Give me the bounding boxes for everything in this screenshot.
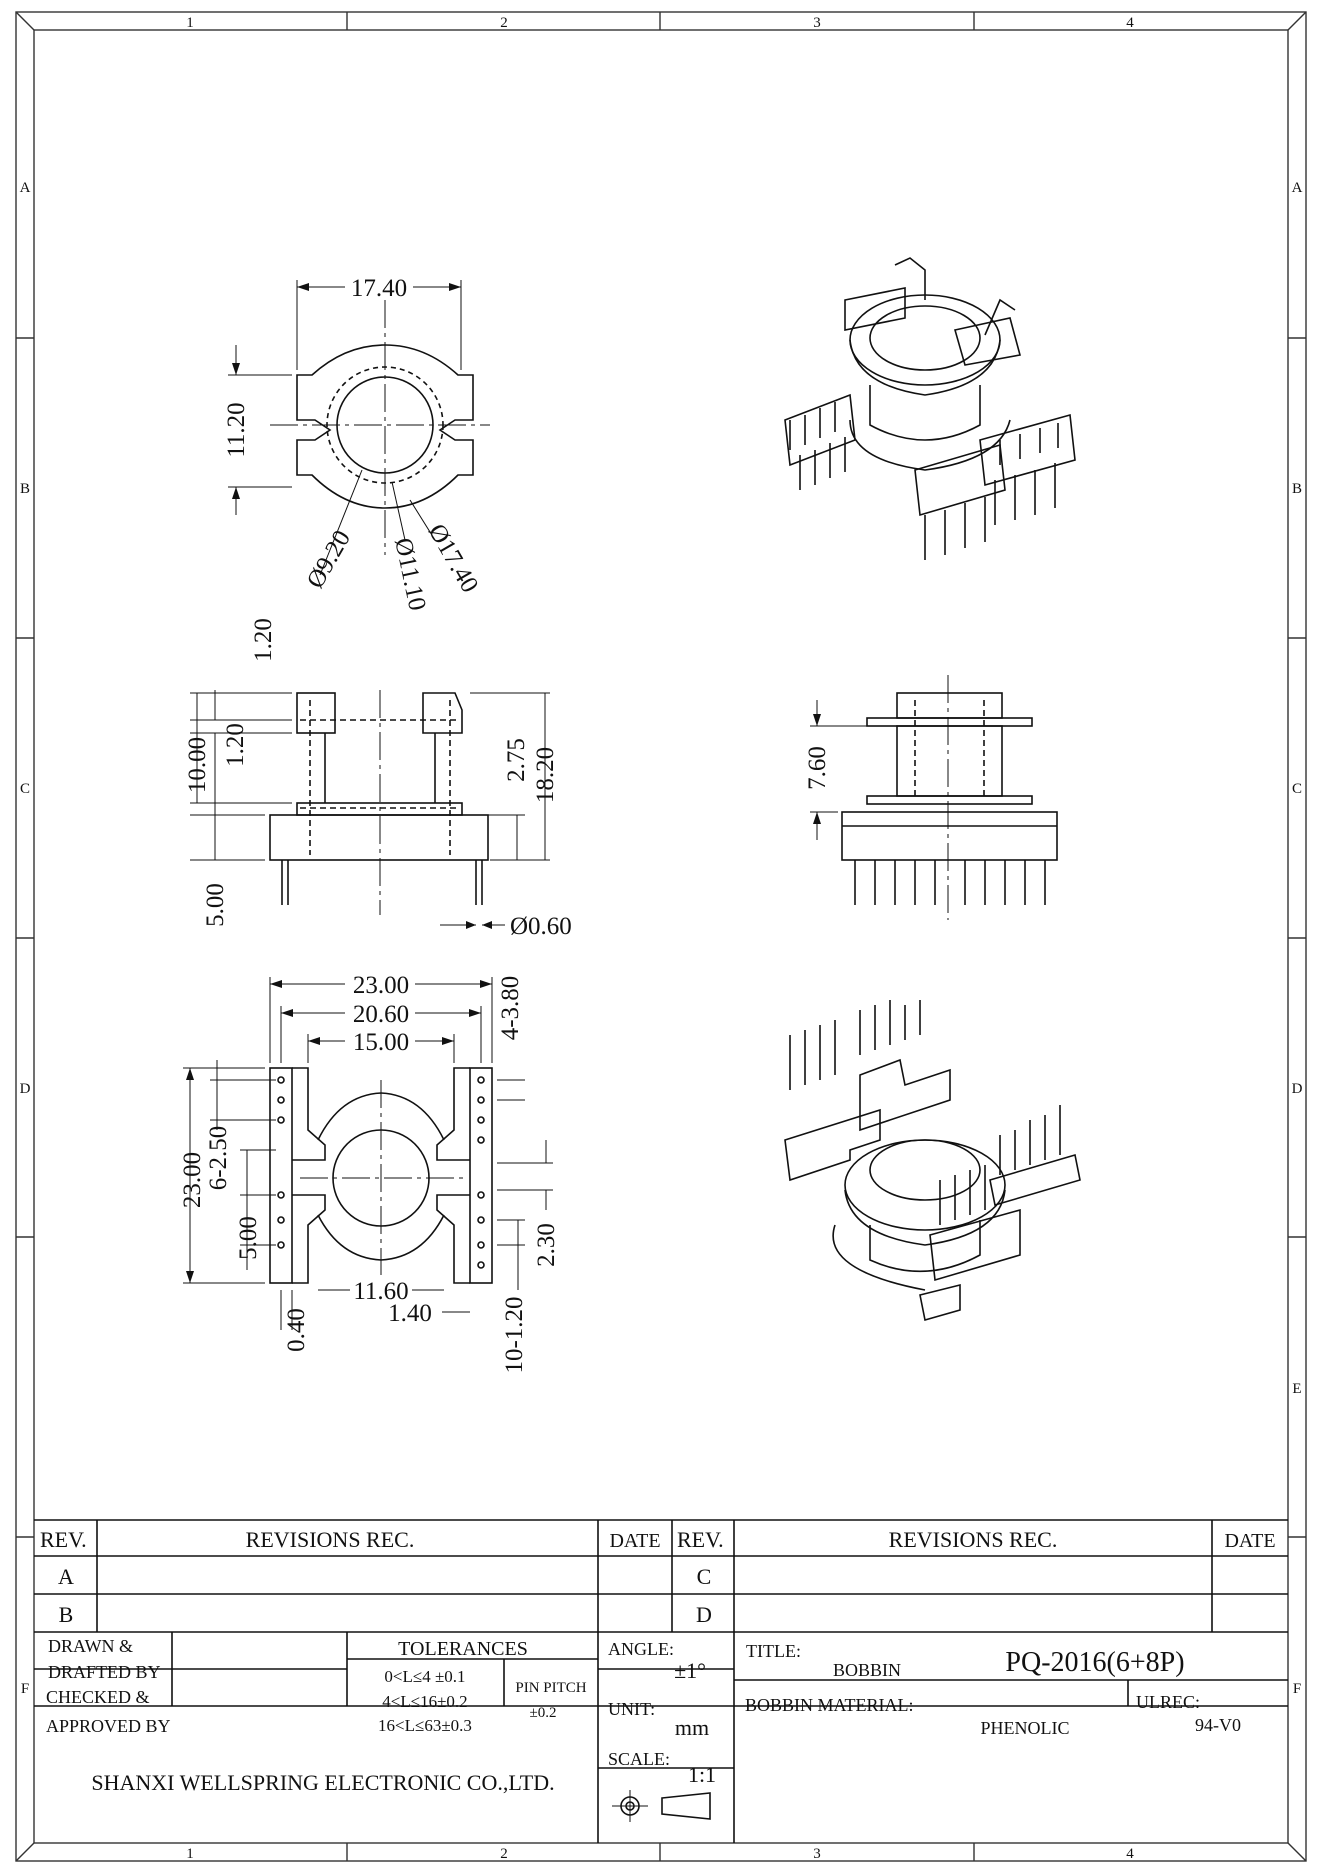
isometric-view-bottom	[784, 1000, 1081, 1322]
zone-row-d-left: D	[20, 1081, 31, 1097]
zone-col-3-top: 3	[813, 15, 821, 31]
zone-row-f-left: F	[21, 1681, 29, 1697]
top-height-dim: 11.20	[223, 402, 250, 457]
top-width-dim: 17.40	[351, 275, 407, 302]
pitch-b-dim: 5.00	[235, 1216, 262, 1260]
title-label: TITLE:	[746, 1641, 801, 1661]
rev-c-label: C	[697, 1564, 712, 1589]
drawn-label-2: DRAFTED BY	[48, 1662, 161, 1682]
winding-height-dim: 10.00	[184, 737, 211, 793]
bottom-view	[183, 977, 553, 1330]
scale-value: 1:1	[688, 1762, 716, 1787]
zone-col-1-bottom: 1	[186, 1846, 194, 1862]
pin-len-dim: 10-1.20	[501, 1296, 528, 1373]
pin-pitch-label: PIN PITCH	[515, 1680, 586, 1696]
dia-outer-dim: Ø17.40	[423, 520, 484, 598]
rev-d-label: D	[696, 1602, 712, 1627]
tolerance-row-3: 16<L≤63±0.3	[378, 1716, 472, 1735]
rev-header-left: REV.	[40, 1527, 87, 1552]
inner-width-dim: 15.00	[353, 1029, 409, 1056]
zone-col-4-top: 4	[1126, 15, 1134, 31]
ulrec-value: 94-V0	[1195, 1715, 1241, 1735]
pin-thick-dim: 0.40	[283, 1308, 310, 1352]
pin-pitch-value: ±0.2	[530, 1705, 557, 1721]
material-label: BOBBIN MATERIAL:	[745, 1695, 914, 1715]
side-view	[190, 690, 550, 929]
unit-label: UNIT:	[608, 1699, 655, 1719]
pin-dia-dim: Ø0.60	[510, 913, 572, 940]
dia-mid-dim: Ø11.10	[389, 536, 431, 613]
base-height-dim: 5.00	[202, 883, 229, 927]
core-width-dim: 11.60	[353, 1278, 408, 1305]
overall-depth-dim: 23.00	[179, 1152, 206, 1208]
drawn-label-1: DRAWN &	[48, 1636, 133, 1656]
total-height-dim: 18.20	[532, 747, 559, 803]
date-header-right: DATE	[1224, 1530, 1275, 1552]
company-name: SHANXI WELLSPRING ELECTRONIC CO.,LTD.	[91, 1770, 554, 1795]
part-number: PQ-2016(6+8P)	[1005, 1647, 1184, 1678]
title-value: BOBBIN	[833, 1660, 901, 1680]
zone-col-1-top: 1	[186, 15, 194, 31]
angle-value: ±1°	[674, 1658, 706, 1683]
revisions-header-left: REVISIONS REC.	[246, 1527, 415, 1552]
isometric-view-top	[784, 257, 1076, 560]
pin-row-span-dim: 20.60	[353, 1001, 409, 1028]
title-block	[34, 1519, 1288, 1843]
zone-col-2-top: 2	[500, 15, 508, 31]
top-view	[228, 280, 490, 576]
dia-inner-dim: Ø9.20	[302, 526, 356, 593]
side-pin-dim: 4-3.80	[497, 976, 524, 1041]
tolerance-row-1: 0<L≤4 ±0.1	[384, 1667, 465, 1686]
tolerance-row-2: 4<L≤16±0.2	[382, 1692, 467, 1711]
ulrec-label: ULREC:	[1136, 1692, 1200, 1712]
flange-top-dim: 1.20	[250, 618, 277, 662]
zone-col-2-bottom: 2	[500, 1846, 508, 1862]
checked-label-2: APPROVED BY	[46, 1716, 171, 1736]
zone-row-b-left: B	[20, 481, 30, 497]
tolerances-header: TOLERANCES	[398, 1638, 528, 1660]
window-dim: 7.60	[804, 746, 831, 790]
date-header-left: DATE	[609, 1530, 660, 1552]
zone-row-d-right: D	[1292, 1081, 1303, 1097]
zone-col-3-bottom: 3	[813, 1846, 821, 1862]
zone-col-4-bottom: 4	[1126, 1846, 1134, 1862]
zone-row-f-right: F	[1293, 1681, 1301, 1697]
material-value: PHENOLIC	[981, 1718, 1070, 1738]
zone-row-b-right: B	[1292, 481, 1302, 497]
scale-label: SCALE:	[608, 1749, 670, 1769]
checked-label-1: CHECKED &	[46, 1687, 150, 1707]
rev-a-label: A	[58, 1564, 74, 1589]
zone-row-e-right: E	[1292, 1381, 1301, 1397]
angle-label: ANGLE:	[608, 1639, 674, 1659]
rev-header-right: REV.	[677, 1527, 724, 1552]
zone-row-c-left: C	[20, 781, 30, 797]
unit-value: mm	[675, 1715, 709, 1740]
flange-mid-dim: 1.20	[222, 723, 249, 767]
rev-b-label: B	[59, 1602, 74, 1627]
drawing-frame	[15, 11, 1307, 1862]
revisions-header-right: REVISIONS REC.	[889, 1527, 1058, 1552]
pin-width-dim: 1.40	[388, 1300, 432, 1327]
zone-row-a-right: A	[1292, 180, 1303, 196]
pitch-a-dim: 6-2.50	[205, 1126, 232, 1191]
pin-offset-dim: 2.75	[503, 738, 530, 782]
front-view	[810, 675, 1058, 920]
offset-right-dim: 2.30	[533, 1223, 560, 1267]
zone-row-a-left: A	[20, 180, 31, 196]
overall-width-dim: 23.00	[353, 972, 409, 999]
zone-row-c-right: C	[1292, 781, 1302, 797]
